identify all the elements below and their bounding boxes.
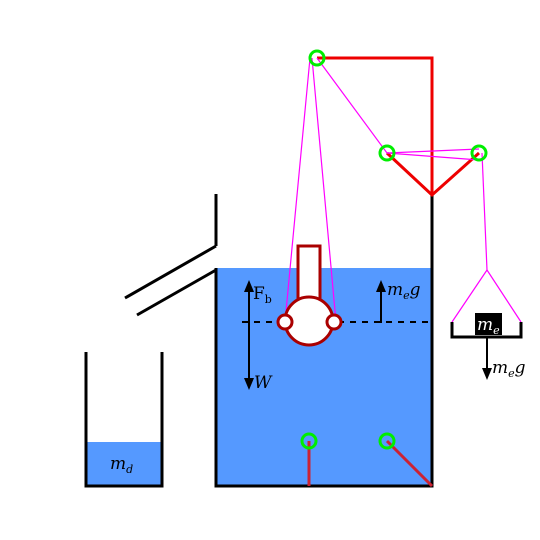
string-right [311, 57, 337, 323]
frame-v-arms [385, 151, 480, 198]
pan-weight-label: meg [492, 358, 526, 380]
overflow-beaker: md [84, 352, 164, 488]
beaker-water [86, 442, 162, 486]
frame-top-beam [317, 56, 434, 195]
body-lug-left [276, 313, 294, 331]
strings [284, 57, 522, 323]
pivot-middle [378, 144, 396, 162]
weight-pan: me [450, 313, 523, 339]
body-stem [296, 244, 322, 302]
overflow-spout-bottom [136, 268, 217, 317]
string-pan-down [481, 152, 488, 271]
pivot-right [470, 144, 488, 162]
submerged-body [276, 244, 343, 347]
string-diagonal [316, 57, 388, 154]
weight-label: W [254, 373, 273, 393]
effective-force-arrow-head-icon [376, 280, 386, 292]
weight-arrow-head-icon [244, 378, 254, 390]
effective-mass-box [475, 313, 502, 335]
balance-frame [317, 56, 480, 198]
pivot-top [308, 49, 326, 67]
pivots [300, 49, 488, 450]
string-left [284, 57, 311, 323]
pivot-bottom-left [300, 432, 318, 450]
effective-force-label: meg [387, 280, 421, 302]
string-pan-left [451, 269, 488, 323]
body-lug-right [325, 313, 343, 331]
rod-right [385, 439, 434, 488]
main-tank [124, 194, 434, 488]
effective-mass-label: me [477, 315, 500, 337]
displaced-mass-label: md [110, 454, 133, 476]
force-arrows [244, 280, 492, 390]
string-cross [386, 148, 480, 154]
pivot-bottom-right [378, 432, 396, 450]
string-cross-2 [386, 152, 480, 161]
string-pan-right [486, 269, 522, 323]
pan-weight-arrow-head-icon [482, 368, 492, 380]
overflow-spout-top [124, 244, 217, 300]
buoyant-force-label: Fb [253, 284, 272, 306]
buoyant-arrow-head-icon [244, 280, 254, 292]
beaker-walls [84, 352, 164, 488]
tank-walls [214, 195, 434, 488]
